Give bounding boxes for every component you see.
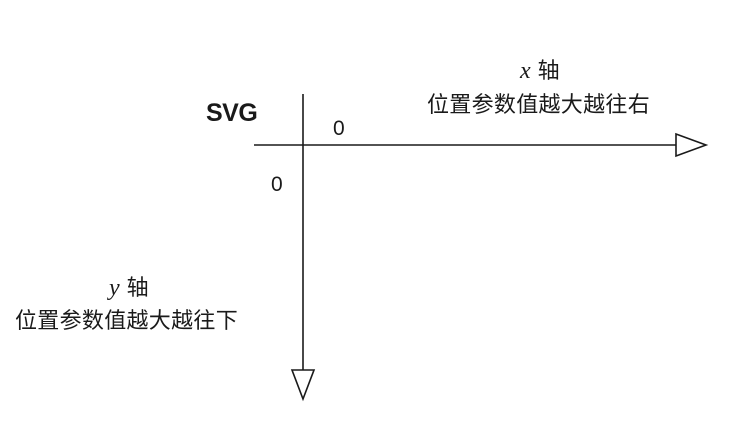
origin-x-label: 0 [333, 117, 345, 140]
y-axis-name: 轴 [126, 276, 149, 301]
x-axis-title: x 轴 [520, 59, 560, 83]
svg-label: SVG [206, 99, 258, 127]
x-axis-variable: x [520, 58, 531, 84]
x-axis-name: 轴 [537, 59, 560, 84]
x-axis-description: 位置参数值越大越往右 [427, 93, 651, 118]
x-axis-arrowhead [675, 132, 709, 158]
y-axis-arrowhead [290, 369, 316, 402]
origin-y-label: 0 [271, 173, 283, 196]
y-axis-description: 位置参数值越大越往下 [15, 309, 239, 334]
y-axis-title: y 轴 [109, 276, 149, 300]
y-axis-variable: y [109, 275, 120, 301]
